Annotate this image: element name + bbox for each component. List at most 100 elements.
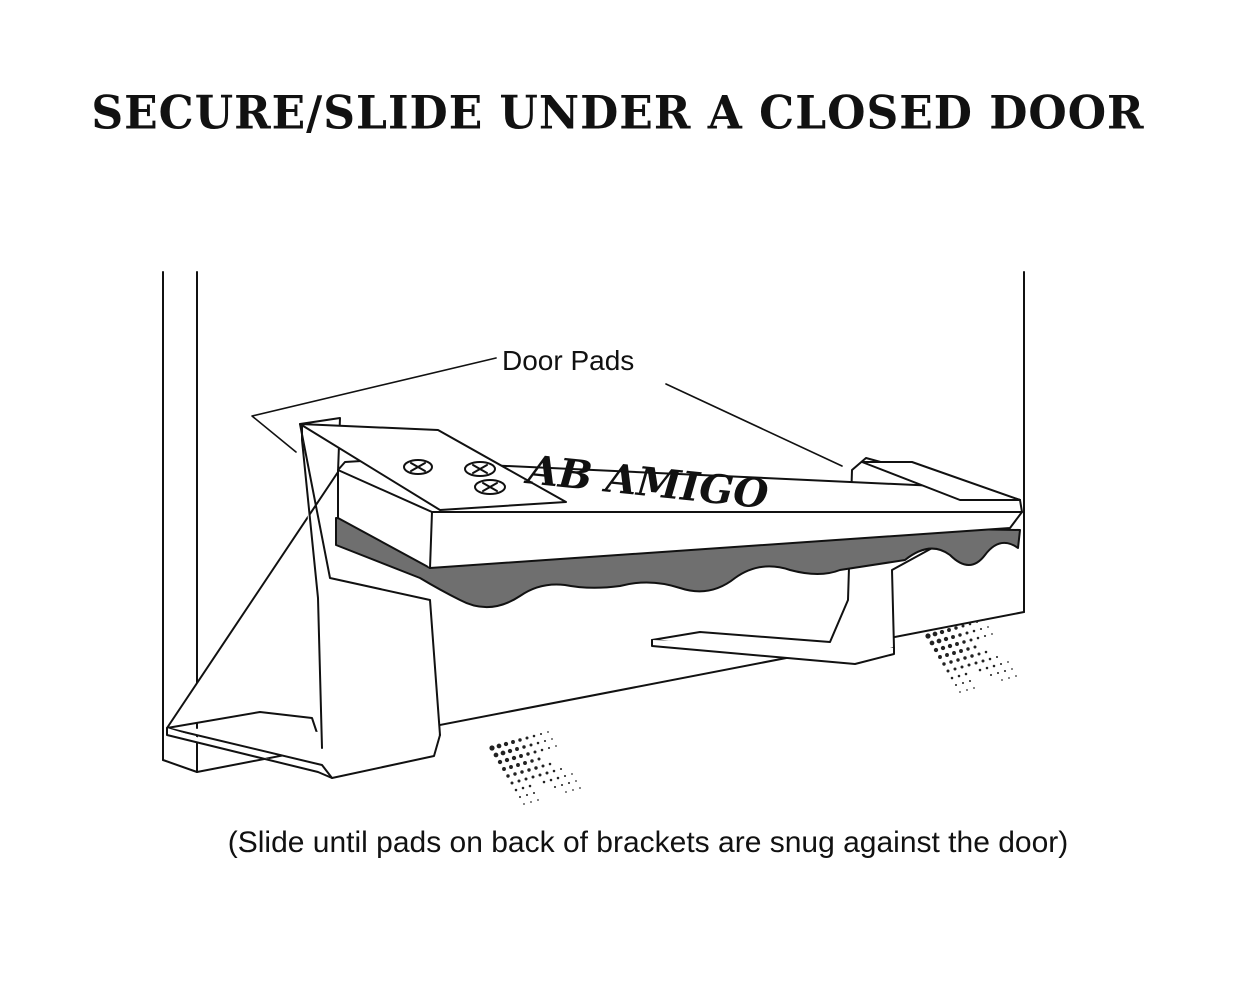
arrow-dot — [1011, 668, 1013, 670]
arrow-dot — [932, 631, 938, 637]
arrow-dot — [538, 773, 542, 777]
arrow-dot — [974, 661, 978, 665]
arrow-dot — [525, 736, 529, 740]
arrow-dot — [963, 656, 967, 660]
arrow-dot — [968, 622, 972, 626]
arrow-dot — [527, 768, 531, 772]
arrow-dot — [556, 776, 560, 780]
arrow-dot — [959, 691, 961, 693]
arrow-dot — [518, 795, 522, 799]
arrow-dot — [977, 652, 981, 656]
arrow-dot — [976, 636, 980, 640]
arrow-dot — [968, 679, 972, 683]
arrow-dot — [551, 738, 553, 740]
arrow-dot — [972, 629, 976, 633]
page-title: SECURE/SLIDE UNDER A CLOSED DOOR — [91, 86, 1145, 141]
arrow-dot — [954, 626, 958, 630]
arrow-dot — [511, 740, 515, 744]
arrow-dot — [532, 734, 536, 738]
arrow-dot — [983, 634, 987, 638]
arrow-dot — [506, 774, 510, 778]
instruction-caption: (Slide until pads on back of brackets ar… — [227, 826, 1069, 859]
arrow-dot — [529, 743, 533, 747]
arrow-dot — [957, 674, 961, 678]
arrow-dot — [967, 663, 971, 667]
arrow-dot — [940, 645, 946, 651]
arrow-dot — [955, 642, 959, 646]
arrow-dot — [579, 787, 581, 789]
arrow-dot — [553, 785, 557, 789]
arrow-dot — [547, 746, 551, 750]
arrow-dot — [952, 651, 956, 655]
arrow-dot — [496, 743, 502, 749]
screw-icon — [403, 459, 506, 495]
door-pads-label: Door Pads — [502, 345, 634, 376]
arrow-dot — [933, 647, 939, 653]
arrow-dot — [954, 683, 958, 687]
arrow-dot — [973, 645, 977, 649]
arrow-dot — [970, 654, 974, 658]
arrow-dot — [504, 757, 510, 763]
arrow-dot — [567, 781, 571, 785]
slide-direction-arrow-icon — [925, 619, 1017, 693]
arrow-dot — [563, 774, 567, 778]
arrow-dot — [953, 667, 957, 671]
arrow-dot — [951, 635, 955, 639]
arrow-dot — [958, 633, 962, 637]
arrow-dot — [560, 783, 564, 787]
arrow-dot — [987, 626, 989, 628]
arrow-dot — [964, 672, 968, 676]
arrow-dot — [507, 748, 513, 754]
arrow-dot — [541, 764, 545, 768]
arrow-dot — [532, 791, 536, 795]
arrow-dot — [961, 624, 965, 628]
arrow-dot — [500, 750, 506, 756]
arrow-dot — [555, 745, 557, 747]
arrow-dot — [942, 662, 946, 666]
arrow-dot — [539, 732, 543, 736]
arrow-dot — [1001, 679, 1003, 681]
arrow-dot — [530, 759, 534, 763]
arrow-dot — [991, 633, 993, 635]
arrow-dot — [959, 649, 963, 653]
arrow-dot — [978, 668, 982, 672]
arrow-dot — [559, 767, 563, 771]
arrow-dot — [979, 627, 983, 631]
arrow-dot — [936, 638, 942, 644]
arrow-dot — [547, 731, 549, 733]
arrow-dot — [552, 769, 556, 773]
arrow-dot — [956, 658, 960, 662]
arrow-dot — [542, 780, 546, 784]
arrow-dot — [497, 759, 503, 765]
arrow-dot — [518, 738, 522, 742]
arrow-dot — [962, 640, 966, 644]
arrow-dot — [522, 745, 526, 749]
arrow-dot — [981, 659, 985, 663]
arrow-dot — [531, 775, 535, 779]
arrow-dot — [525, 793, 529, 797]
arrow-dot — [939, 629, 945, 635]
arrow-dot — [995, 655, 999, 659]
arrow-dot — [502, 767, 506, 771]
arrow-dot — [938, 655, 942, 659]
arrow-dot — [1003, 669, 1007, 673]
arrow-dot — [943, 636, 949, 642]
arrow-dot — [1015, 675, 1017, 677]
arrow-dot — [545, 771, 549, 775]
arrow-dot — [515, 747, 519, 751]
arrow-dot — [969, 638, 973, 642]
arrow-dot — [509, 765, 513, 769]
arrow-dot — [950, 676, 954, 680]
arrow-dot — [493, 752, 499, 758]
arrow-dot — [947, 643, 953, 649]
arrow-dot — [548, 762, 552, 766]
arrow-dot — [973, 687, 975, 689]
arrow-dot — [520, 770, 524, 774]
arrow-dot — [543, 739, 547, 743]
arrow-dot — [985, 666, 989, 670]
arrow-dot — [528, 784, 532, 788]
arrow-dot — [992, 664, 996, 668]
arrow-dot — [988, 657, 992, 661]
arrow-dot — [929, 640, 935, 646]
arrow-dot — [523, 761, 527, 765]
